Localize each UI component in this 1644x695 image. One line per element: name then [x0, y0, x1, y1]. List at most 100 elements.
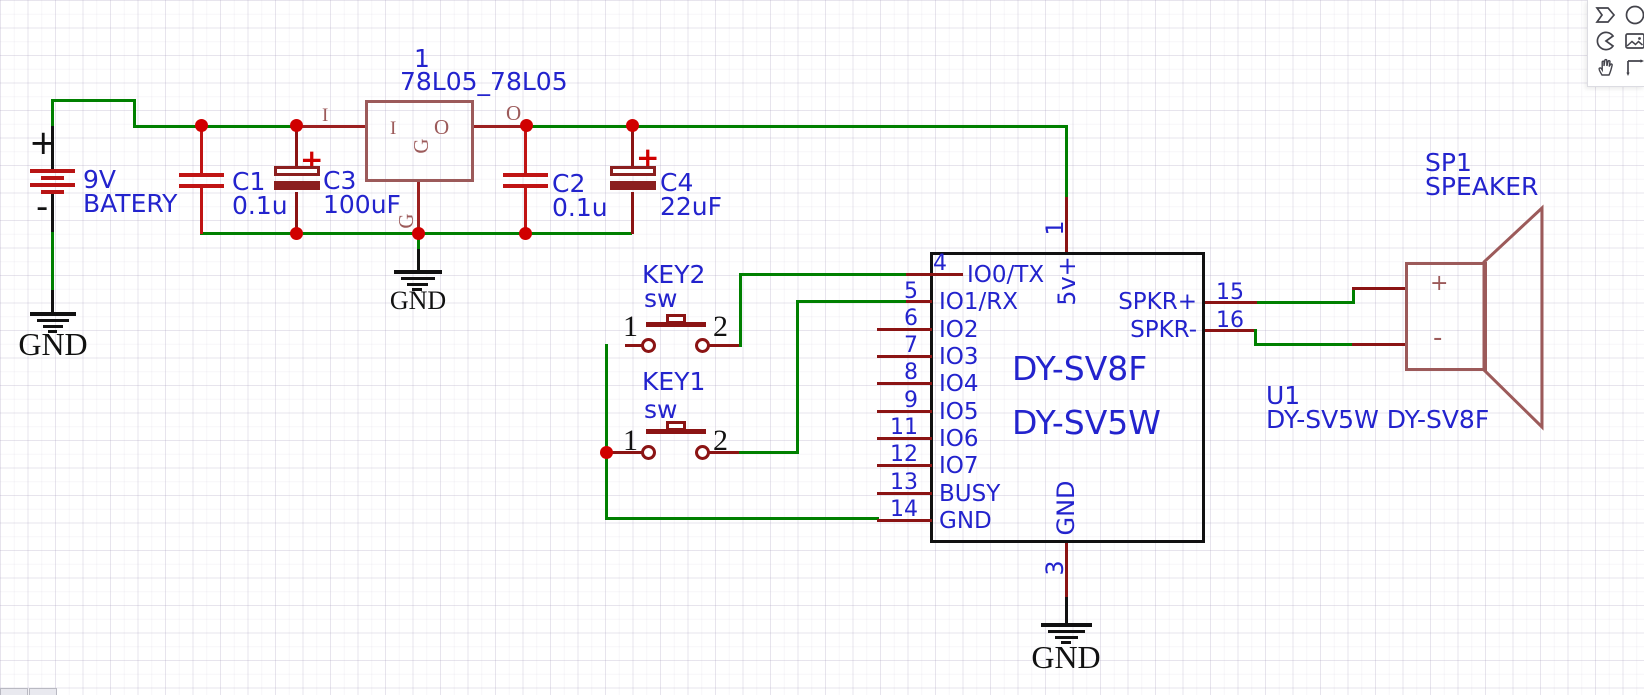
wire-5v-rail[interactable]: [525, 125, 1068, 128]
arc-tool-icon[interactable]: [1594, 29, 1618, 53]
gnd-symbol-line[interactable]: [1055, 636, 1078, 639]
polygon-tool-icon[interactable]: [1594, 3, 1618, 27]
wire-spk-minus-h[interactable]: [1254, 343, 1355, 346]
battery-plate-short-2[interactable]: [41, 190, 64, 194]
gnd-symbol-line[interactable]: [1048, 630, 1085, 633]
pan-tool-icon[interactable]: [1594, 55, 1618, 79]
chip-ref[interactable]: U1: [1266, 381, 1301, 410]
c1-ref[interactable]: C1: [232, 167, 266, 196]
chip-pin1-stub[interactable]: [1065, 197, 1068, 254]
c2-ref[interactable]: C2: [552, 169, 586, 198]
key1-pin1-stub[interactable]: [612, 451, 644, 454]
gnd-symbol-line[interactable]: [394, 270, 442, 274]
wire-spk-plus-h[interactable]: [1257, 301, 1355, 304]
c4-lead-top[interactable]: [631, 125, 634, 168]
regulator-input-pin[interactable]: [296, 125, 367, 128]
chip-pin12-line[interactable]: [877, 464, 932, 467]
c2-lead-bottom[interactable]: [524, 187, 527, 234]
c3-plate-positive[interactable]: [274, 166, 320, 176]
regulator-output-pin[interactable]: [471, 125, 527, 128]
c4-plate-positive[interactable]: [610, 166, 656, 176]
wire-battery-jog-v[interactable]: [133, 99, 136, 128]
battery-plate-short-1[interactable]: [41, 176, 64, 180]
c4-lead-bottom[interactable]: [631, 192, 634, 234]
regulator-designator[interactable]: 1: [414, 44, 430, 73]
battery-plate-long-2[interactable]: [30, 183, 75, 187]
gnd-symbol-line[interactable]: [1061, 641, 1071, 644]
battery-top-lead[interactable]: [51, 126, 54, 171]
key1-bar[interactable]: [646, 429, 706, 434]
key2-value[interactable]: sw: [644, 284, 678, 313]
bottom-panel-stub[interactable]: [29, 688, 57, 695]
wire-vin-rail[interactable]: [133, 125, 298, 128]
gnd-symbol-line[interactable]: [412, 288, 422, 291]
wire-battery-top-h[interactable]: [51, 99, 136, 102]
c2-plate[interactable]: [503, 184, 548, 188]
chip-pin5-line[interactable]: [906, 300, 932, 303]
c3-ref[interactable]: C3: [323, 166, 357, 195]
wire-key2-v[interactable]: [739, 273, 742, 347]
wire-spk-minus-v[interactable]: [1254, 329, 1257, 346]
battery-bottom-lead[interactable]: [51, 193, 54, 234]
wire-reg-gnd[interactable]: [417, 234, 420, 250]
chip-pin9-line[interactable]: [877, 410, 932, 413]
key2-pin1-stub[interactable]: [625, 344, 644, 347]
key1-value[interactable]: sw: [644, 395, 678, 424]
wire-spk-plus-v[interactable]: [1352, 287, 1355, 304]
chip-pin7-line[interactable]: [877, 355, 932, 358]
c1-plate[interactable]: [179, 173, 224, 177]
chip-gnd-stub[interactable]: [1065, 597, 1068, 625]
c1-value[interactable]: 0.1u: [232, 191, 288, 220]
chip-pin11-line[interactable]: [877, 437, 932, 440]
wire-battery-top-v[interactable]: [51, 99, 54, 129]
c2-plate[interactable]: [503, 173, 548, 177]
wire-key2-to-pin4[interactable]: [739, 273, 907, 276]
wire-key1-to-pin5[interactable]: [796, 300, 906, 303]
c2-value[interactable]: 0.1u: [552, 193, 608, 222]
chip-pin4-line[interactable]: [906, 273, 963, 276]
chip-value[interactable]: DY-SV5W DY-SV8F: [1266, 405, 1490, 434]
key1-pad-2[interactable]: [695, 445, 710, 460]
chip-pin13-line[interactable]: [877, 492, 932, 495]
key2-pad-1[interactable]: [641, 338, 656, 353]
c3-plate-negative[interactable]: [274, 181, 320, 190]
dimension-tool-icon[interactable]: [1623, 55, 1644, 79]
key1-ref[interactable]: KEY1: [642, 367, 706, 396]
image-tool-icon[interactable]: [1623, 29, 1644, 53]
battery-ref[interactable]: 9V: [83, 165, 117, 194]
chip-body[interactable]: [930, 252, 1205, 543]
gnd-symbol-line[interactable]: [30, 312, 76, 316]
wire-key1-h[interactable]: [739, 451, 799, 454]
c4-value[interactable]: 22uF: [660, 192, 723, 221]
chip-pin3-stub[interactable]: [1065, 542, 1068, 599]
chip-gnd-label[interactable]: GND: [1031, 639, 1101, 675]
c4-plate-negative[interactable]: [610, 181, 656, 190]
wire-spk-minus-in[interactable]: [1352, 343, 1407, 346]
c4-ref[interactable]: C4: [660, 168, 694, 197]
speaker-cone[interactable]: [1480, 200, 1550, 435]
ellipse-tool-icon[interactable]: [1623, 3, 1644, 27]
regulator-gnd-pin[interactable]: [417, 181, 420, 234]
key2-ref[interactable]: KEY2: [642, 260, 706, 289]
speaker-value[interactable]: SPEAKER: [1425, 172, 1539, 201]
gnd-symbol-line[interactable]: [1041, 623, 1092, 627]
chip-pin6-line[interactable]: [877, 328, 932, 331]
c3-lead-bottom[interactable]: [295, 192, 298, 234]
gnd-symbol-line[interactable]: [407, 283, 428, 286]
c1-lead-bottom[interactable]: [200, 187, 203, 234]
wire-keys-left-v[interactable]: [605, 344, 608, 519]
bottom-panel-stub[interactable]: [0, 688, 28, 695]
key1-pad-1[interactable]: [641, 445, 656, 460]
chip-pin8-line[interactable]: [877, 382, 932, 385]
wire-battery-gnd[interactable]: [51, 232, 54, 292]
wire-gnd-run-h[interactable]: [605, 517, 879, 520]
battery-gnd-label[interactable]: GND: [18, 326, 88, 362]
chip-pin16-stub[interactable]: [1205, 329, 1257, 332]
c2-lead-top[interactable]: [524, 125, 527, 175]
wire-5v-drop[interactable]: [1065, 125, 1068, 199]
regulator-body[interactable]: [365, 100, 474, 182]
gnd-symbol-line[interactable]: [401, 277, 435, 280]
gnd-symbol-line[interactable]: [37, 319, 69, 322]
battery-plate-long-1[interactable]: [30, 169, 75, 173]
